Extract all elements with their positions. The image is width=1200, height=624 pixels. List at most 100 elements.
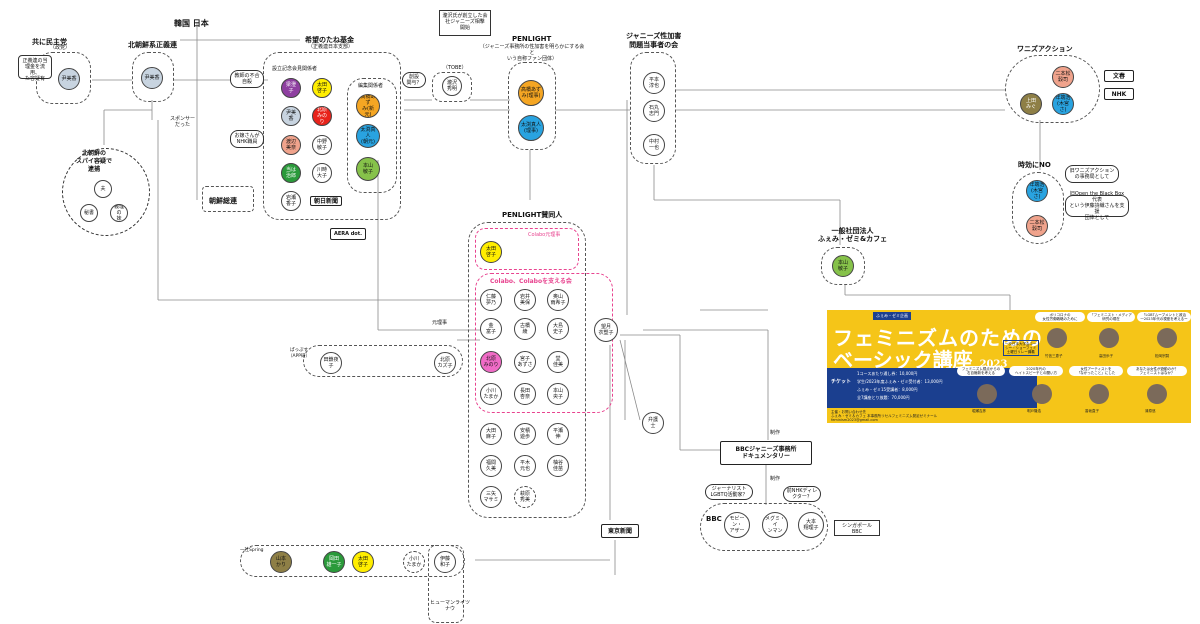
supporter-4[interactable]: 金 富子 bbox=[480, 318, 502, 340]
other-supporter-5[interactable]: 平木 元也 bbox=[514, 455, 536, 477]
colabo-reg-label: Colabo元理事 bbox=[528, 232, 561, 238]
penlight-title: PENLIGHT bbox=[512, 35, 552, 43]
pappu-title: ぱっぷす （APP研） bbox=[288, 348, 311, 359]
spy-member-secretary[interactable]: 秘書 bbox=[80, 204, 98, 222]
banner-name-1: 竹信三恵子 bbox=[1045, 354, 1063, 358]
victims-member-2[interactable]: 石丸 志門 bbox=[643, 100, 665, 122]
banner-price-3: ふぇみ・ゼミ15受講者：8,000円 bbox=[857, 387, 918, 392]
supporter-6[interactable]: 大島 史子 bbox=[547, 318, 569, 340]
supporter-2[interactable]: 岩井 美保 bbox=[514, 289, 536, 311]
supporter-1[interactable]: 仁藤 夢乃 bbox=[480, 289, 502, 311]
kibou-founder-3[interactable]: 尹美香 bbox=[281, 106, 301, 126]
supporter-11[interactable]: 長田 杏奈 bbox=[514, 383, 536, 405]
fumi-member[interactable]: 本山 敏子 bbox=[832, 255, 854, 277]
other-supporter-1[interactable]: 大田 麻子 bbox=[480, 423, 502, 445]
other-supporter-8[interactable]: 萩原 秀美 bbox=[514, 486, 536, 508]
kibou-founder-4[interactable]: 北原 みのり bbox=[312, 106, 332, 126]
other-supporter-7[interactable]: 三矢 マサミ bbox=[480, 486, 502, 508]
spring-member-2[interactable]: 岡田 雄一子 bbox=[323, 551, 345, 573]
supporter-3[interactable]: 奥山 雨希子 bbox=[547, 289, 569, 311]
chosen-soren-label: 朝鮮総連 bbox=[209, 197, 237, 205]
wanizu-member-3[interactable]: 年端浩 (木宮さ) bbox=[1052, 93, 1074, 115]
penlight-sub: （ジャニーズ事務所の性加害を明らかにする会と いう自称ファン団体） bbox=[479, 44, 585, 62]
victims-group bbox=[630, 52, 676, 164]
spring-member-3[interactable]: 太田 啓子 bbox=[352, 551, 374, 573]
spring-member-5[interactable]: 伊藤 和子 bbox=[434, 551, 456, 573]
kibou-founder-8[interactable]: 川時 大子 bbox=[312, 163, 332, 183]
banner-bubble-3: 「LGBTムーブメントと政治 一2023年代の視座を考えるー bbox=[1137, 312, 1191, 322]
bbc-member-3[interactable]: 大本 翔理子 bbox=[798, 512, 824, 538]
other-supporter-6[interactable]: 柚谷 佳苗 bbox=[547, 455, 569, 477]
kibou-founder-7[interactable]: 当は 治郎 bbox=[281, 163, 301, 183]
bbc-member-1[interactable]: モビーン・ アザー bbox=[724, 512, 750, 538]
spring-member-4[interactable]: 小川 たまか bbox=[403, 551, 425, 573]
kibou-founder-6[interactable]: 中野 敏子 bbox=[312, 135, 332, 155]
supporter-5[interactable]: 古橋 綾 bbox=[514, 318, 536, 340]
bbc-group bbox=[700, 503, 828, 551]
wanizu-member-2[interactable]: 上田 みぐ bbox=[1020, 93, 1042, 115]
kyowa-member[interactable]: 尹美香 bbox=[58, 68, 80, 90]
penlight-group bbox=[508, 62, 556, 150]
colabo-support-group bbox=[475, 273, 613, 413]
bbc-singapore: シンガポール BBC bbox=[834, 520, 880, 536]
supporter-10[interactable]: 小川 たまか bbox=[480, 383, 502, 405]
banner-photo-7 bbox=[1147, 384, 1167, 404]
spring-member-1[interactable]: 山本 かり bbox=[270, 551, 292, 573]
jikou-member-2[interactable]: 二本松 穀司 bbox=[1026, 215, 1048, 237]
kibou-editor-2[interactable]: 太渕真人 (朝元) bbox=[356, 124, 380, 148]
banner-footer: 主催・お問い合わせ先 ふぇみ・ゼミ＆カフェ 本事務所リセルフェミニズム発足ゼミナ… bbox=[831, 410, 938, 422]
bbc-member-2[interactable]: メグミ・イ ンマン bbox=[762, 512, 788, 538]
other-supporter-2[interactable]: 安積 遊歩 bbox=[514, 423, 536, 445]
supporter-12[interactable]: 本山 央子 bbox=[547, 383, 569, 405]
bbc-label: BBC bbox=[706, 515, 722, 523]
wanizu-member-1[interactable]: 二本松 穀司 bbox=[1052, 66, 1074, 88]
mochizuki-member[interactable]: 望月 衣塑子 bbox=[594, 318, 618, 342]
feminism-lecture-banner: ふぇみ・ゼミ企画 フェミニズムのための ベーシック講座 2023 一次日本大学会… bbox=[827, 310, 1191, 423]
pappu-member-2[interactable]: 北原 カズ子 bbox=[434, 352, 456, 374]
pappu-member-1[interactable]: 田鎖夜子 bbox=[320, 352, 342, 374]
kibou-editor-3[interactable]: 本山 敏子 bbox=[356, 157, 380, 181]
spy-member-husband[interactable]: 夫 bbox=[94, 180, 112, 198]
sponsor-note: スポンサー だった bbox=[170, 116, 196, 128]
banner-photo-3 bbox=[1157, 328, 1177, 348]
other-supporter-4[interactable]: 福間 久美 bbox=[480, 455, 502, 477]
fumi-group bbox=[821, 247, 865, 285]
banner-bubble-6: 女性アーティストを 「なかったこと」にした bbox=[1069, 366, 1123, 376]
banner-name-2: 高田歩子 bbox=[1099, 354, 1113, 358]
penlight-member-2[interactable]: 太渕真人 (理事) bbox=[518, 115, 544, 141]
human-rights-group bbox=[428, 545, 464, 623]
victims-member-3[interactable]: 中村 一也 bbox=[643, 134, 665, 156]
supporter-9[interactable]: 堂 佳美 bbox=[547, 351, 569, 373]
tobe-member[interactable]: 瀧沢 秀明 bbox=[442, 76, 462, 96]
kibou-editor-label: 編集関係者 bbox=[358, 83, 384, 89]
banner-photo-2 bbox=[1099, 328, 1119, 348]
banner-name-7: 清原悠 bbox=[1145, 409, 1156, 413]
kibou-founder-5[interactable]: 渡辺 美奈 bbox=[281, 135, 301, 155]
victims-member-1[interactable]: 平本 淳也 bbox=[643, 72, 665, 94]
jikou-member-1[interactable]: 年端浩 (木宮さ) bbox=[1026, 180, 1048, 202]
colabo-support-label: Colabo、Colaboを支える会 bbox=[490, 278, 572, 285]
banner-bubble-4: フェミニズム視点からの 右自権新を考える bbox=[957, 366, 1005, 376]
kibou-founder-1[interactable]: 梁澄 子 bbox=[281, 78, 301, 98]
supporter-8[interactable]: 宮子 あずさ bbox=[514, 351, 536, 373]
jikou-title: 時効にNO bbox=[1018, 161, 1051, 169]
colabo-reg-member[interactable]: 太田 啓子 bbox=[480, 241, 502, 263]
banner-photo-4 bbox=[977, 384, 997, 404]
spy-member-sister[interactable]: 義理の 妹 bbox=[110, 204, 128, 222]
nhk-label: NHK bbox=[1104, 88, 1134, 100]
kibou-founder-9[interactable]: 岩瀬 香子 bbox=[281, 191, 301, 211]
penlight-member-1[interactable]: 高橋あず み(理事) bbox=[518, 80, 544, 106]
kitachosen-member[interactable]: 尹美香 bbox=[141, 67, 163, 89]
human-rights-label: ヒューマンライツ ナウ bbox=[430, 600, 471, 612]
supporters-group bbox=[468, 222, 586, 518]
kibou-founder-2[interactable]: 太田 啓子 bbox=[312, 78, 332, 98]
kibou-editor-1[interactable]: 高橋あず み(新元) bbox=[356, 94, 380, 118]
other-supporter-3[interactable]: 平瀬 伸 bbox=[547, 423, 569, 445]
lawyer-member[interactable]: 弁護 士 bbox=[642, 412, 664, 434]
supporter-7[interactable]: 北原 みのり bbox=[480, 351, 502, 373]
banner-price-4: 全7講座とり放題：70,000円 bbox=[857, 395, 910, 400]
bbc-journalist-note: ジャーナリスト LGBTQ活動家？ bbox=[705, 484, 753, 500]
tobe-group bbox=[432, 72, 472, 102]
asahi-label: 朝日新聞 bbox=[310, 196, 342, 206]
